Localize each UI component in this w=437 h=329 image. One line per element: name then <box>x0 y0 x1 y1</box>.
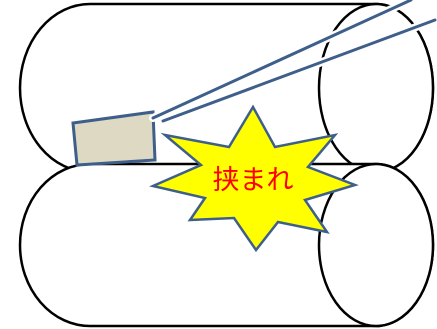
hazard-burst-icon <box>149 104 359 253</box>
tool-arm-lower-edge <box>161 18 437 123</box>
lower-roll-end-face <box>317 162 435 328</box>
tool-arm-upper-edge <box>151 0 413 120</box>
pinch-warning-label: 挟まれ <box>212 165 294 196</box>
pinched-block <box>71 110 157 167</box>
